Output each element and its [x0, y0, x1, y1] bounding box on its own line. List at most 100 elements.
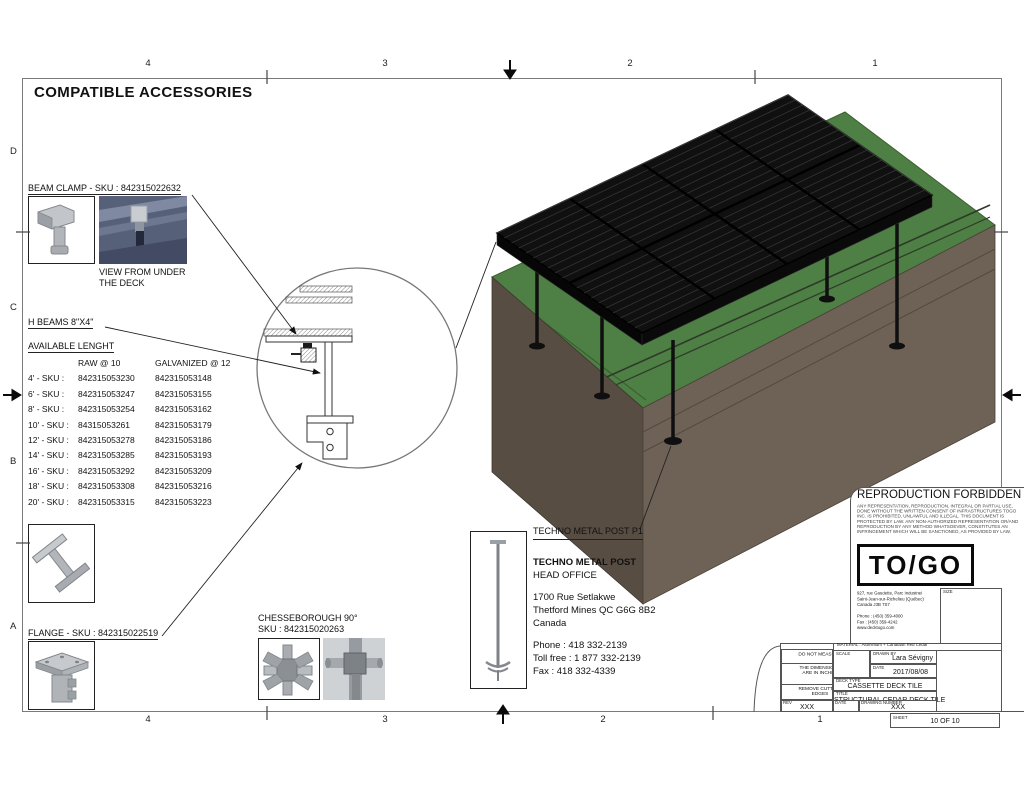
- date2-label: DATE: [835, 701, 847, 706]
- decktype-value: CASSETTE DECK TILE: [847, 683, 923, 690]
- titleblock-date-cell: DATE 2017/08/08: [870, 664, 937, 678]
- togo-fax: Fax : (450) 359-4242: [857, 620, 898, 625]
- hbeams-cell-raw: 842315053278: [78, 434, 135, 445]
- left-arrow-icon: [11, 388, 22, 402]
- togo-logo: TO/GO: [857, 544, 974, 586]
- sheet-value: 10 OF 10: [930, 718, 960, 725]
- grid-ref-label: 2: [600, 714, 606, 725]
- spacer: [533, 582, 656, 591]
- togo-contact: Phone : (450) 359-4000 Fax : (450) 359-4…: [857, 614, 903, 631]
- hbeams-cell-galv: 842315053148: [155, 373, 212, 384]
- flange-image-box: [28, 641, 95, 710]
- text-line: THE DECK: [99, 278, 145, 288]
- hbeams-cell-galv: 842315053223: [155, 496, 212, 507]
- decktype-label: DECK TYPE: [836, 679, 861, 684]
- dwg-value: XXX: [890, 704, 905, 711]
- scale-label: SCALE: [836, 652, 851, 657]
- techno-tollfree: Toll free : 1 877 332-2139: [533, 653, 641, 664]
- hbeams-cell-galv: 842315053193: [155, 450, 212, 461]
- drawn-label: DRAWN BY: [873, 652, 897, 657]
- note-text: DO NOT MEASURE: [798, 652, 832, 657]
- title-label: TITLE: [836, 692, 848, 697]
- hbeams-cell-raw: 842315053315: [78, 496, 135, 507]
- text-line: 927, rue Gaudette, Parc Industriel: [857, 591, 923, 596]
- hbeams-col-galv: GALVANIZED @ 12: [155, 358, 231, 368]
- text-line: Canada: [533, 618, 567, 629]
- togo-phone: Phone : (450) 359-4000: [857, 614, 903, 619]
- note-text: THE DIMENSIONS ARE IN INCHES: [799, 665, 832, 676]
- grid-ref-label: 1: [872, 58, 878, 69]
- hbeams-cell-len: 14' - SKU :: [28, 450, 69, 461]
- hbeams-cell-len: 18' - SKU :: [28, 481, 69, 492]
- beam-clamp-image-box: [28, 196, 95, 264]
- titleblock-scale-cell: SCALE: [833, 650, 870, 678]
- rev-label: REV: [783, 701, 792, 706]
- hbeams-table: RAW @ 10 GALVANIZED @ 12 4' - SKU : 84231…: [28, 356, 250, 510]
- reproduction-heading: REPRODUCTION FORBIDDEN: [857, 489, 1022, 501]
- hbeams-cell-galv: 842315053209: [155, 465, 212, 476]
- titleblock-drawn-cell: DRAWN BY Lara Sévigny: [870, 650, 937, 664]
- reproduction-legal-text: ANY REPRESENTATION, REPRODUCTION, INTEGR…: [857, 504, 1019, 535]
- page-title: COMPATIBLE ACCESSORIES: [34, 84, 253, 101]
- techno-label: TECHNO METAL POST P1: [533, 525, 643, 540]
- hbeams-cell-len: 16' - SKU :: [28, 465, 69, 476]
- hbeams-cell-len: 10' - SKU :: [28, 419, 69, 430]
- drawn-value: Lara Sévigny: [892, 655, 933, 662]
- text-line: 1700 Rue Setlakwe: [533, 592, 616, 603]
- hbeams-subtitle: AVAILABLE LENGHT: [28, 341, 115, 353]
- grid-ref-label: 3: [382, 714, 388, 725]
- titleblock-date2-cell: DATE: [833, 700, 859, 712]
- hbeams-cell-galv: 842315053179: [155, 419, 212, 430]
- grid-ref-label: 1: [817, 714, 823, 725]
- size-label: SIZE: [943, 590, 953, 595]
- chesseborough-label-line2: SKU : 842315020263: [258, 624, 345, 634]
- hbeams-cell-raw: 84315053261: [78, 419, 131, 430]
- text-line: Canada J3B 7S7: [857, 602, 890, 608]
- hbeams-cell-raw: 842315053292: [78, 465, 135, 476]
- grid-ref-label: 4: [145, 58, 151, 69]
- techno-company: TECHNO METAL POST: [533, 557, 637, 568]
- hbeams-cell-raw: 842315053308: [78, 481, 135, 492]
- togo-web: www.decktogo.com: [857, 625, 895, 631]
- titleblock-rev-cell: REV XXX: [781, 700, 833, 712]
- techno-office: HEAD OFFICE: [533, 570, 597, 581]
- hbeams-cell-raw: 842315053254: [78, 404, 135, 415]
- techno-post-image-box: [470, 531, 527, 689]
- titleblock-sheet-cell: SHEET 10 OF 10: [890, 713, 1000, 728]
- rev-value: XXX: [799, 704, 814, 711]
- sheet-label: SHEET: [893, 716, 908, 721]
- hbeams-title: H BEAMS 8"X4": [28, 317, 94, 329]
- grid-ref-label: 2: [627, 58, 633, 69]
- note-text: REMOVE CUTTING EDGES: [798, 686, 832, 697]
- grid-ref-label: C: [10, 302, 17, 313]
- hbeams-cell-raw: 842315053285: [78, 450, 135, 461]
- grid-ref-label: B: [10, 456, 17, 467]
- right-arrow-icon: [1002, 388, 1013, 402]
- hbeams-cell-raw: 842315053230: [78, 373, 135, 384]
- hbeams-cell-len: 8' - SKU :: [28, 404, 65, 415]
- grid-ref-label: A: [10, 621, 17, 632]
- titleblock-dwg-cell: DRAWING NUMBER XXX: [859, 700, 937, 712]
- hbeams-cell-galv: 842315053186: [155, 434, 212, 445]
- techno-text-block: TECHNO METAL POST P1 TECHNO METAL POST H…: [533, 525, 656, 678]
- material-text: MATERIAL : Aluminium + Canadian Red Ceda…: [837, 643, 928, 648]
- hbeams-cell-galv: 842315053155: [155, 388, 212, 399]
- spacer: [533, 630, 656, 639]
- hbeams-cell-len: 20' - SKU :: [28, 496, 69, 507]
- grid-ref-label: D: [10, 146, 17, 157]
- flange-label: FLANGE - SKU : 842315022519: [28, 628, 159, 640]
- techno-phone: Phone : 418 332-2139: [533, 640, 628, 651]
- grid-ref-label: 4: [145, 714, 151, 725]
- hbeams-cell-len: 4' - SKU :: [28, 373, 65, 384]
- techno-fax: Fax : 418 332-4339: [533, 666, 616, 677]
- grid-ref-label: 3: [382, 58, 388, 69]
- date-value: 2017/08/08: [892, 669, 928, 676]
- beam-clamp-label: BEAM CLAMP - SKU : 842315022632: [28, 183, 181, 195]
- hbeams-col-raw: RAW @ 10: [78, 358, 121, 368]
- text-line: Thetford Mines QC G6G 8B2: [533, 605, 656, 616]
- dwg-label: DRAWING NUMBER: [861, 701, 902, 706]
- hbeam-image-box: [28, 524, 95, 603]
